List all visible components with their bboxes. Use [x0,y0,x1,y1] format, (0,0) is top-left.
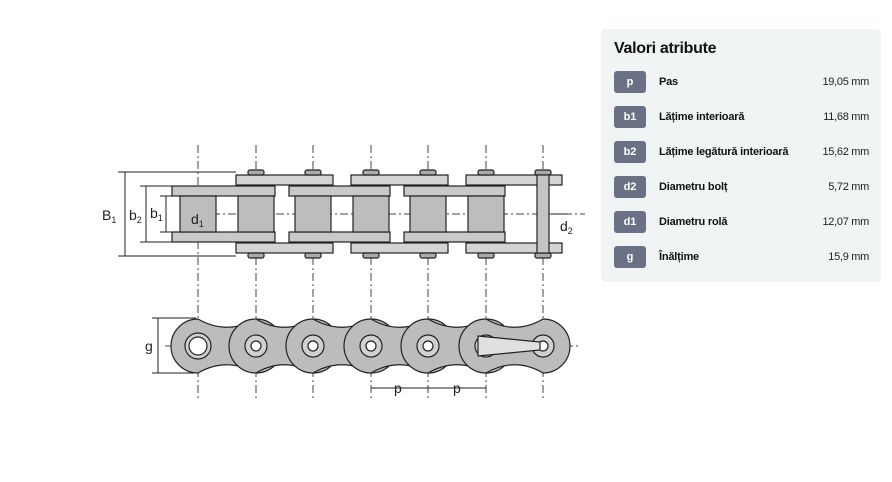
pin-head [362,169,380,176]
pin-head [247,169,265,176]
inner-plate [288,185,391,197]
inner-plate [171,185,276,197]
pin [365,340,377,352]
attribute-label: Diametru rolă [659,216,728,228]
pin-head [534,169,552,176]
dim-label-p: p [453,380,461,396]
dim-label-g: g [145,338,153,354]
pin-head [304,169,322,176]
attribute-value: 12,07 mm [822,216,869,228]
attribute-label: Lățime interioară [659,111,745,123]
roller [409,195,447,233]
pin-head [304,252,322,259]
chain-top-view [171,169,563,259]
outer-plate [350,242,449,254]
attribute-row: b2 Lățime legătură interioară 15,62 mm [614,141,869,163]
pin [307,340,319,352]
dim-label-b2: b2 [129,207,142,225]
roller [179,195,217,233]
inner-plate [288,231,391,243]
pin-head [419,252,437,259]
attribute-code-badge: d1 [614,211,646,233]
pin-head [477,252,495,259]
attribute-code-badge: g [614,246,646,268]
attribute-row: d2 Diametru bolț 5,72 mm [614,176,869,198]
attribute-value: 15,62 mm [822,146,869,158]
pin [536,174,550,254]
pin-head [419,169,437,176]
pin [188,336,208,356]
chain-side-view [170,318,571,374]
roller [294,195,332,233]
outer-plate [235,242,334,254]
attribute-code-badge: d2 [614,176,646,198]
attribute-label: Diametru bolț [659,181,728,193]
attribute-code-badge: p [614,71,646,93]
attribute-label: Înălțime [659,251,699,263]
roller [467,195,505,233]
pin [250,340,262,352]
spring-clip [477,335,541,357]
attribute-code-badge: b2 [614,141,646,163]
dim-label-p: p [394,380,402,396]
pin-head [362,252,380,259]
attribute-label: Lățime legătură interioară [659,146,789,158]
attribute-row: d1 Diametru rolă 12,07 mm [614,211,869,233]
outer-plate [350,174,449,186]
attribute-row: g Înălțime 15,9 mm [614,246,869,268]
roller [237,195,275,233]
pin-head [477,169,495,176]
attribute-label: Pas [659,76,678,88]
panel-title: Valori atribute [614,40,717,57]
attribute-value: 11,68 mm [823,111,869,123]
attribute-row: p Pas 19,05 mm [614,71,869,93]
attribute-row: b1 Lățime interioară 11,68 mm [614,106,869,128]
attribute-value: 5,72 mm [828,181,869,193]
pin-head [534,252,552,259]
attribute-value: 15,9 mm [828,251,869,263]
outer-plate [465,242,563,254]
inner-plate [171,231,276,243]
attribute-code-badge: b1 [614,106,646,128]
pin [422,340,434,352]
attribute-value: 19,05 mm [822,76,869,88]
dim-label-B1: B1 [102,207,116,225]
dim-label-d1: d1 [191,211,204,229]
inner-plate [403,185,506,197]
roller-chain-drawing: B1 b2 b1 d1 d2 g p p [102,145,585,400]
pin-head [247,252,265,259]
attribute-panel: Valori atribute p Pas 19,05 mm b1 Lățime int… [601,29,881,282]
inner-plate [403,231,506,243]
dim-label-d2: d2 [560,218,573,236]
roller [352,195,390,233]
outer-plate [235,174,334,186]
dim-label-b1: b1 [150,205,163,223]
outer-plate [465,174,563,186]
